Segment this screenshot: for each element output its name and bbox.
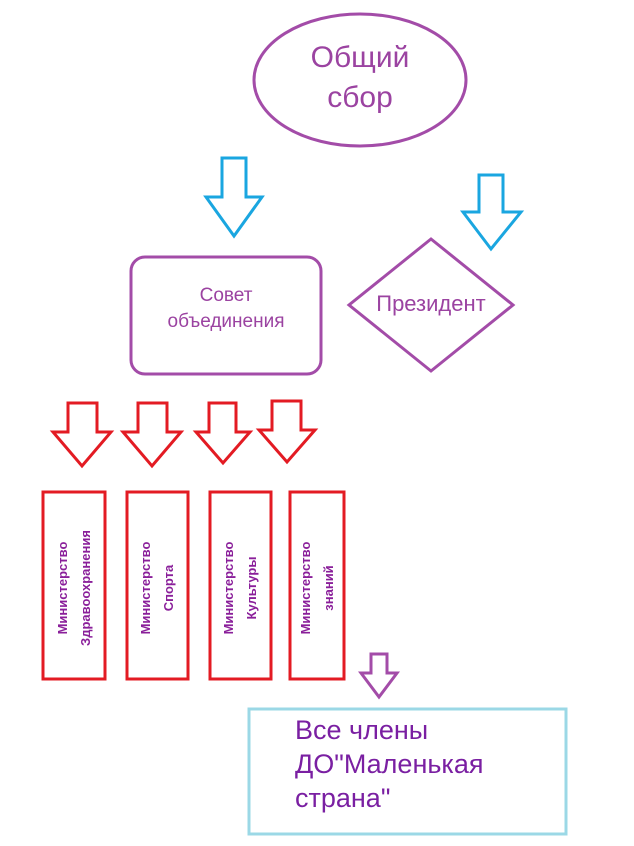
members-label: Все члены ДО"Маленькая страна" [295,715,484,813]
members-box [247,707,568,836]
ministry-knowledge-label: Министерство знаний [298,541,336,635]
general-meeting-label: Общий сбор [310,41,410,114]
ministry-culture-box [208,490,273,681]
president-label: Президент [376,291,486,316]
arrow-to-ministry-sport-icon [119,401,185,469]
arrow-to-ministry-culture-icon [192,401,254,466]
ministry-knowledge-box [288,490,346,681]
arrow-to-members-icon [358,652,400,700]
ministry-culture-label: Министерство Культуры [221,541,259,635]
arrow-to-ministry-health-icon [49,401,115,469]
council-box [129,255,323,376]
arrow-to-ministry-knowledge-icon [255,399,319,465]
ministry-health-label: Министерство Здравоохранения [55,530,93,646]
arrow-to-president-icon [459,173,525,252]
general-meeting-ellipse [252,12,468,148]
arrow-to-council-icon [203,156,265,239]
ministry-sport-box [125,490,190,681]
president-diamond [346,237,516,373]
council-label: Совет объединения [167,285,285,332]
ministry-sport-label: Министерство Спорта [138,541,176,635]
ministry-health-box [41,490,107,681]
